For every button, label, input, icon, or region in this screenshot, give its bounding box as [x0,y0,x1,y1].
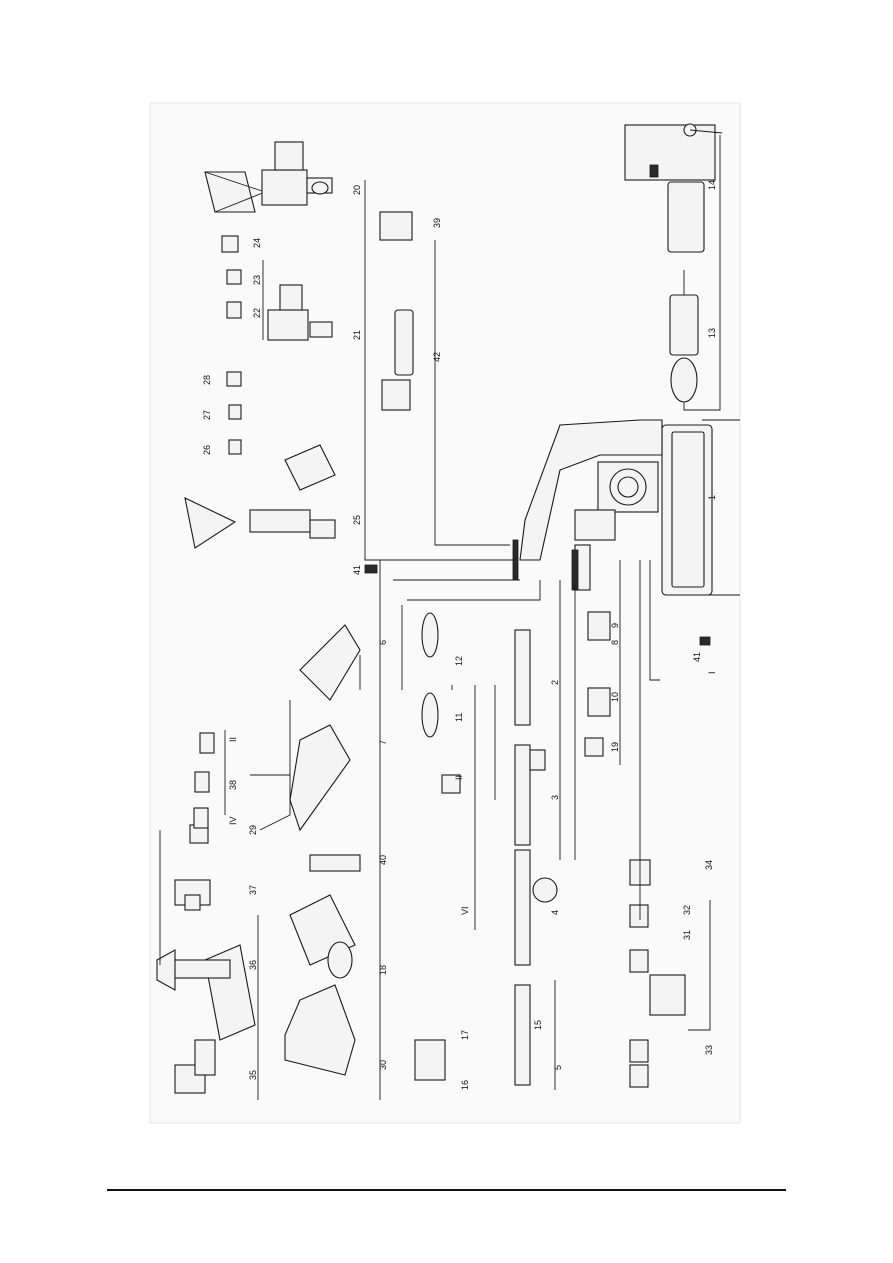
label-14: 14 [707,180,717,190]
tube-head-30 [284,984,356,1076]
label-7: 7 [378,740,388,745]
stage-4 [514,849,558,966]
label-13: 13 [707,328,717,338]
stage-2 [514,629,531,726]
lamp-socket [669,135,721,411]
label-16: 16 [460,1080,470,1090]
camera-attachment-25 [184,444,336,549]
label-27: 27 [202,410,212,420]
label-8: 8 [610,640,620,645]
adapter-40 [309,854,361,872]
label-IV: IV [228,816,238,825]
camera-attachment-20 [204,141,333,213]
label-20: 20 [352,185,362,195]
label-29: 29 [248,825,258,835]
label-5: 5 [553,1065,563,1070]
connection-lines [159,180,711,1100]
condensers [421,612,461,794]
microscope-stand [512,419,740,596]
label-12: 12 [454,656,464,666]
label-32: 32 [682,905,692,915]
label-30: 30 [378,1060,388,1070]
condenser-lenses [584,611,611,757]
camera-attachment-21 [267,284,333,341]
label-VI: VI [460,906,470,915]
label-40: 40 [378,855,388,865]
stage-3 [514,744,546,846]
label-11: 11 [454,713,464,722]
eyepieces-38 [193,732,215,829]
photo-eyepieces [221,235,242,455]
photo-adapter-37 [174,824,211,911]
label-6: 6 [378,640,388,645]
label-15: 15 [533,1020,543,1030]
label-9: 9 [610,623,620,628]
label-3: 3 [550,795,560,800]
label-35: 35 [248,1070,258,1080]
label-41-top: 41 [352,565,362,575]
monocular-tube-6 [299,624,361,701]
stage-5 [414,984,531,1086]
small-part-41 [364,564,711,646]
label-19: 19 [610,742,620,752]
label-17: 17 [460,1030,470,1040]
label-37: 37 [248,885,258,895]
label-38: 38 [228,780,238,790]
label-28: 28 [202,375,212,385]
label-23: 23 [252,275,262,285]
lamp-housing [624,123,723,253]
label-21: 21 [352,330,362,340]
binocular-tube-7 [289,724,351,832]
label-10: 10 [610,692,620,702]
label-4: 4 [550,910,560,915]
label-26: 26 [202,445,212,455]
label-22: 22 [252,308,262,318]
footer-rule [107,1189,786,1191]
binocular-tube-18 [289,894,356,979]
label-36: 36 [248,960,258,970]
label-42: 42 [432,352,442,362]
label-II-objective: II [454,775,464,780]
label-31: 31 [682,930,692,940]
label-25: 25 [352,515,362,525]
label-II: II [228,737,238,742]
label-34: 34 [704,860,714,870]
label-24: 24 [252,238,262,248]
accessory-42 [379,211,414,411]
label-I: I [707,671,717,674]
label-33: 33 [704,1045,714,1055]
phototube-36 [156,949,231,991]
label-1: 1 [707,495,717,500]
part-labels: 35 36 37 29 38 IV II 30 18 40 7 6 41 25 … [202,180,717,1090]
label-41-bottom: 41 [692,652,702,662]
label-39: 39 [432,218,442,228]
label-18: 18 [378,965,388,975]
label-2: 2 [550,680,560,685]
